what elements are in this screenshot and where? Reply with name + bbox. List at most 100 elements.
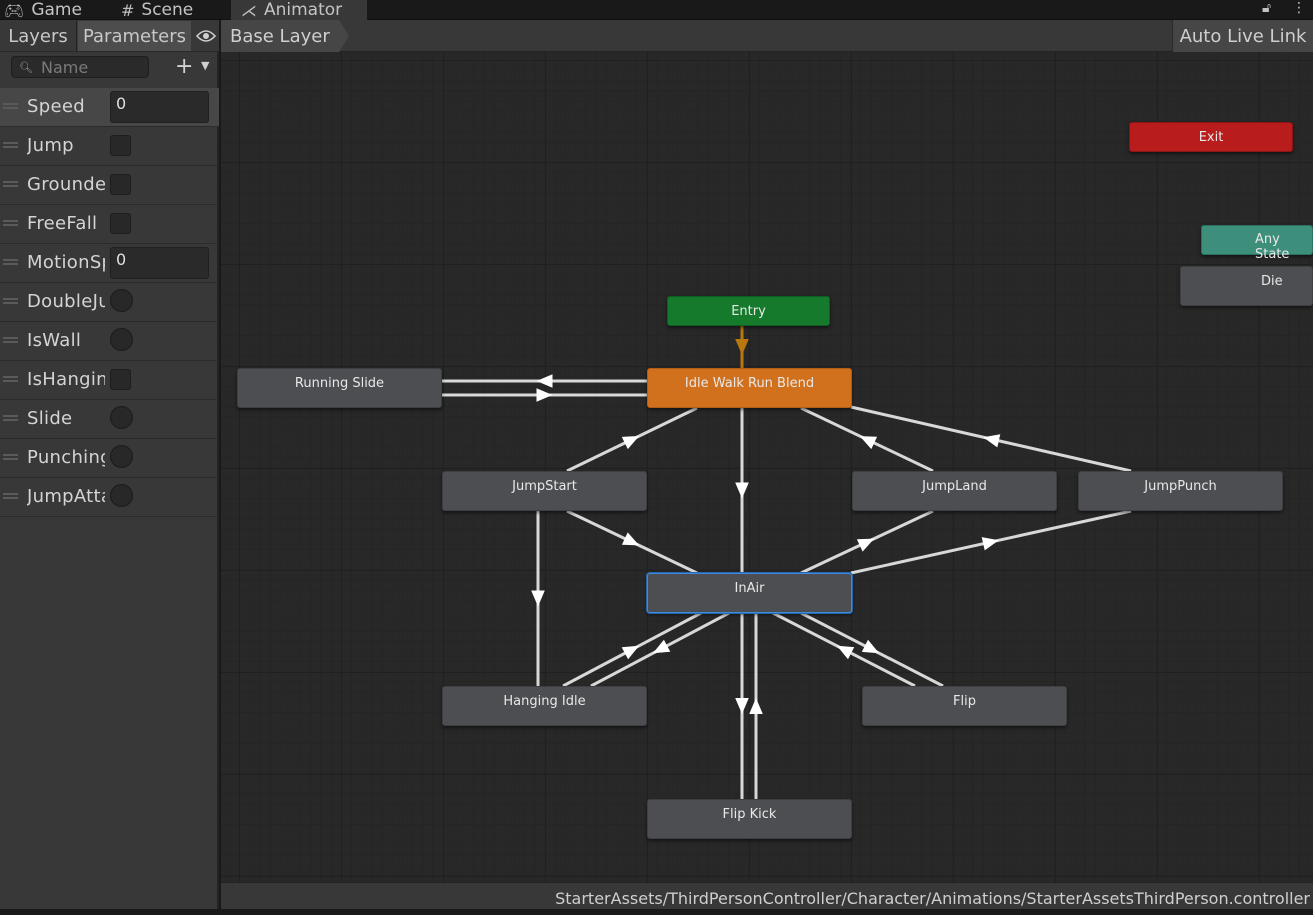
parameter-float-field[interactable] [110, 247, 209, 279]
transition-arrow-icon [983, 434, 1001, 448]
tab-parameters[interactable]: Parameters [78, 21, 191, 51]
status-bar: StarterAssets/ThirdPersonController/Char… [221, 882, 1313, 909]
parameter-name[interactable]: Speed [27, 96, 85, 117]
parameter-search[interactable]: 🔍︎ [11, 56, 149, 78]
drag-handle-icon[interactable] [3, 337, 18, 343]
state-jump-land[interactable]: JumpLand [852, 471, 1057, 511]
parameter-name[interactable]: JumpAttack [27, 486, 105, 507]
parameter-trigger-radio[interactable] [110, 328, 133, 351]
state-flip-kick[interactable]: Flip Kick [647, 799, 852, 839]
parameter-name[interactable]: IsHanging [27, 369, 105, 390]
state-machine-graph[interactable]: Entry Exit Any State Die Idle Walk Run B… [221, 20, 1313, 882]
animator-icon: ⋌ [241, 0, 257, 20]
parameter-row[interactable]: MotionSpeed [0, 244, 219, 283]
transition-arrow-icon [652, 639, 671, 654]
entry-node[interactable]: Entry [667, 296, 830, 326]
parameter-name[interactable]: Punching [27, 447, 105, 468]
parameter-trigger-radio[interactable] [110, 484, 133, 507]
parameter-row[interactable]: Slide [0, 400, 219, 439]
parameter-row[interactable]: IsWall [0, 322, 219, 361]
tab-animator[interactable]: ⋌ Animator [231, 0, 367, 20]
drag-handle-icon[interactable] [3, 376, 18, 382]
state-jump-start[interactable]: JumpStart [442, 471, 647, 511]
transition-arrow-icon [536, 374, 553, 388]
transition-arrow-icon [749, 698, 763, 714]
parameter-bool-checkbox[interactable] [110, 369, 131, 390]
tab-animator-label: Animator [264, 0, 343, 20]
any-state-node[interactable]: Any State [1201, 225, 1313, 262]
search-icon: 🔍︎ [19, 60, 33, 74]
parameter-trigger-radio[interactable] [110, 289, 133, 312]
window-tab-bar: 🎮︎ Game # Scene ⋌ Animator 🔓︎ ⋮ [0, 0, 1313, 20]
chevron-down-icon[interactable]: ▼ [201, 59, 210, 72]
kebab-menu-icon[interactable]: ⋮ [1292, 0, 1306, 16]
parameter-float-field[interactable] [110, 91, 209, 123]
transition-arrow-icon [621, 645, 640, 660]
bottom-edge [0, 909, 1313, 915]
parameter-row[interactable]: Speed [0, 88, 219, 127]
parameter-row[interactable]: FreeFall [0, 205, 219, 244]
drag-handle-icon[interactable] [3, 103, 18, 109]
tab-scene-label: Scene [141, 0, 194, 20]
exit-node[interactable]: Exit [1129, 122, 1293, 152]
drag-handle-icon[interactable] [3, 415, 18, 421]
state-jump-punch[interactable]: JumpPunch [1078, 471, 1283, 511]
parameter-row[interactable]: DoubleJump [0, 283, 219, 322]
parameter-trigger-radio[interactable] [110, 445, 133, 468]
state-idle-walk-run-blend[interactable]: Idle Walk Run Blend [647, 368, 852, 408]
add-parameter-icon[interactable]: + [175, 54, 194, 79]
parameter-row[interactable]: IsHanging [0, 361, 219, 400]
parameter-row[interactable]: Grounded [0, 166, 219, 205]
breadcrumb[interactable]: Base Layer [221, 20, 349, 52]
tab-game[interactable]: 🎮︎ Game [4, 0, 82, 20]
parameter-bool-checkbox[interactable] [110, 213, 131, 234]
state-hanging-idle[interactable]: Hanging Idle [442, 686, 647, 726]
transition-arrow-icon [621, 436, 640, 450]
tab-scene[interactable]: # Scene [121, 0, 193, 20]
search-input[interactable] [40, 57, 141, 77]
drag-handle-icon[interactable] [3, 493, 18, 499]
drag-handle-icon[interactable] [3, 454, 18, 460]
parameter-row[interactable]: Punching [0, 439, 219, 478]
transition-arrow-icon [856, 538, 875, 552]
state-flip[interactable]: Flip [862, 686, 1067, 726]
transition-arrow-icon [836, 645, 855, 660]
drag-handle-icon[interactable] [3, 181, 18, 187]
parameter-name[interactable]: FreeFall [27, 213, 98, 234]
state-running-slide[interactable]: Running Slide [237, 368, 442, 408]
parameter-name[interactable]: DoubleJump [27, 291, 105, 312]
state-die[interactable]: Die [1180, 266, 1313, 306]
tab-game-label: Game [31, 0, 82, 20]
parameter-name[interactable]: IsWall [27, 330, 82, 351]
drag-handle-icon[interactable] [3, 259, 18, 265]
parameter-trigger-radio[interactable] [110, 406, 133, 429]
parameter-name[interactable]: Jump [27, 135, 74, 156]
eye-icon[interactable] [192, 21, 219, 51]
drag-handle-icon[interactable] [3, 142, 18, 148]
parameter-bool-checkbox[interactable] [110, 135, 131, 156]
parameter-row[interactable]: JumpAttack [0, 478, 219, 517]
transition-arrow-icon [859, 436, 878, 450]
parameter-list: SpeedJumpGroundedFreeFallMotionSpeedDoub… [0, 88, 219, 517]
lock-icon[interactable]: 🔓︎ [1262, 0, 1272, 16]
state-in-air[interactable]: InAir [647, 573, 852, 613]
parameter-row[interactable]: Jump [0, 127, 219, 166]
parameter-search-row: 🔍︎ + ▼ [0, 52, 219, 86]
parameter-name[interactable]: Slide [27, 408, 73, 429]
parameter-name[interactable]: MotionSpeed [27, 252, 105, 273]
gamepad-icon: 🎮︎ [4, 0, 25, 20]
transition-arrow-icon [536, 388, 553, 402]
parameter-bool-checkbox[interactable] [110, 174, 131, 195]
transition-arrow-icon [531, 590, 545, 607]
transition-arrow-icon [735, 339, 749, 355]
transition-arrow-icon [621, 532, 640, 546]
parameter-name[interactable]: Grounded [27, 174, 105, 195]
graph-toolbar: Base Layer Auto Live Link [221, 20, 1313, 52]
tab-layers[interactable]: Layers [0, 21, 77, 51]
transition-arrow-icon [735, 698, 749, 714]
transition-arrow-icon [861, 639, 880, 654]
drag-handle-icon[interactable] [3, 298, 18, 304]
drag-handle-icon[interactable] [3, 220, 18, 226]
auto-live-link-button[interactable]: Auto Live Link [1172, 20, 1313, 52]
transition-arrow-icon [735, 482, 749, 499]
